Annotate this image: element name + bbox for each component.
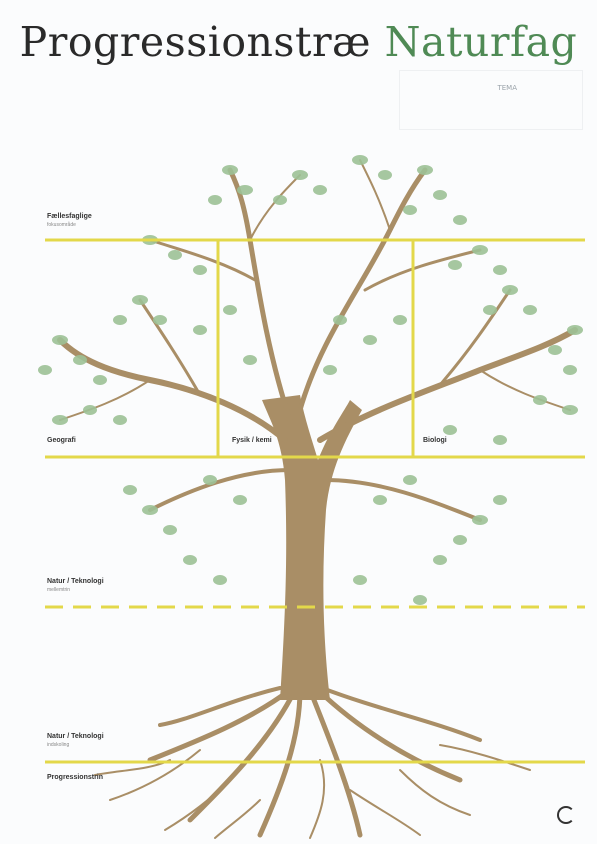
level-label-0: Fællesfaglige fokusområde bbox=[47, 213, 92, 229]
trunk bbox=[262, 395, 362, 700]
level-label-mellemtrin: Natur / Teknologi mellemtrin bbox=[47, 578, 104, 594]
logo-icon bbox=[557, 806, 575, 824]
level-label-indskoling: Natur / Teknologi indskoling bbox=[47, 733, 104, 749]
level-label-progressionstrin: Progressionstrin bbox=[47, 774, 103, 782]
level-label-geografi: Geografi bbox=[47, 437, 76, 445]
level-label-fysik-kemi: Fysik / kemi bbox=[232, 437, 272, 445]
level-label-biologi: Biologi bbox=[423, 437, 447, 445]
